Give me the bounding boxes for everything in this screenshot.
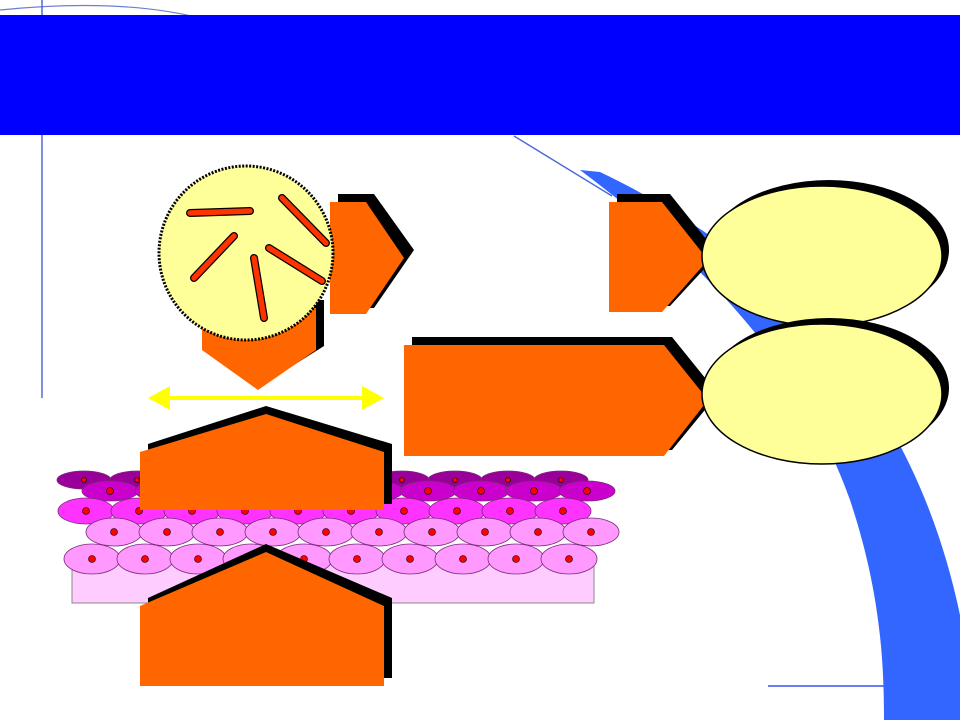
- tissue-cell: [540, 543, 598, 575]
- callout-tissue-bottom[interactable]: [140, 544, 392, 686]
- tissue-cell: [350, 517, 408, 547]
- tissue-cell: [297, 517, 355, 547]
- tissue-cell: [191, 517, 249, 547]
- tissue-cell: [452, 480, 510, 502]
- tissue-cell: [509, 517, 567, 547]
- oval-upper[interactable]: [701, 180, 949, 327]
- tissue-cell: [63, 543, 121, 575]
- title-bar: [0, 15, 960, 135]
- tissue-cell: [328, 543, 386, 575]
- tissue-cell: [399, 480, 457, 502]
- tissue-cell: [85, 517, 143, 547]
- tissue-cell: [456, 517, 514, 547]
- oval-lower[interactable]: [701, 318, 949, 465]
- tissue-cell: [381, 543, 439, 575]
- cell-layers: [56, 470, 620, 575]
- tissue-cell: [534, 497, 592, 525]
- tissue-cell: [375, 497, 433, 525]
- tissue-cell: [434, 543, 492, 575]
- tissue-cell: [244, 517, 302, 547]
- spread-arrow-icon: [148, 386, 384, 410]
- tissue-cell: [562, 517, 620, 547]
- tissue-cell: [487, 543, 545, 575]
- callout-upper-right[interactable]: [609, 194, 718, 312]
- tissue-cell: [505, 480, 563, 502]
- tissue-cell: [116, 543, 174, 575]
- tissue-cell: [403, 517, 461, 547]
- callout-tissue-top[interactable]: [140, 406, 392, 510]
- tissue-cell: [138, 517, 196, 547]
- tissue-cell: [481, 497, 539, 525]
- tissue-cell: [558, 480, 616, 502]
- callout-center-wide[interactable]: [404, 337, 718, 456]
- callout-left-small[interactable]: [330, 194, 414, 314]
- bacteria-colony-icon: [157, 164, 335, 342]
- tissue-cell: [81, 480, 139, 502]
